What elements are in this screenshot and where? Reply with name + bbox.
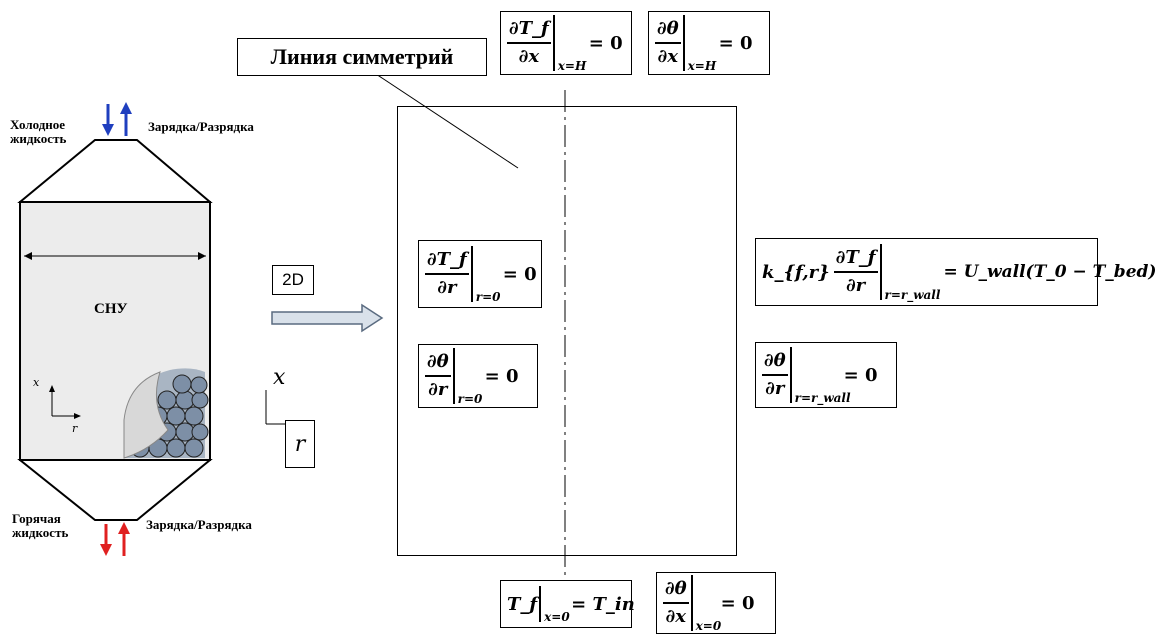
tank-axis-r-label: r	[72, 422, 78, 435]
bc-left-theta: ∂θ∂r r=0 = 0	[418, 344, 538, 408]
bc-right-tf: k_{f,r} ∂T_f∂r r=r_wall = U_wall(T_0 − T…	[755, 238, 1156, 306]
packed-bed	[123, 368, 209, 459]
tank-axis-x-label: x	[33, 376, 40, 389]
symmetry-label: Линия симметрий	[237, 38, 487, 76]
tank-top-cone	[17, 139, 213, 203]
transition-axis-x: x	[273, 365, 286, 390]
tank-diagram	[17, 102, 213, 556]
bc-top-tf: ∂T_f∂x x=H = 0	[500, 11, 632, 75]
domain-rectangle	[397, 106, 737, 556]
bc-bottom-theta: ∂θ∂x x=0 = 0	[656, 572, 776, 634]
symmetry-pointer	[375, 73, 519, 169]
label-2d-box: 2D	[272, 265, 314, 295]
symmetry-line	[564, 90, 566, 610]
bc-right-theta: ∂θ∂r r=r_wall = 0	[755, 342, 897, 408]
bc-top-theta: ∂θ∂x x=H = 0	[648, 11, 770, 75]
transition-arrow	[271, 303, 384, 333]
hot-fluid-label: Горячая жидкость	[12, 511, 69, 540]
transition-axis-r-box: r	[285, 420, 315, 468]
bc-bottom-tf: T_f x=0 = T_in	[500, 580, 635, 628]
bc-left-tf: ∂T_f∂r r=0 = 0	[418, 240, 542, 308]
charge-label-bottom: Зарядка/Разрядка	[146, 517, 252, 532]
charge-label-top: Зарядка/Разрядка	[148, 119, 254, 134]
tank-bottom-cone	[17, 459, 213, 521]
cold-fluid-label: Холодное жидкость	[10, 117, 67, 146]
tank-center-label: СНУ	[94, 301, 128, 317]
